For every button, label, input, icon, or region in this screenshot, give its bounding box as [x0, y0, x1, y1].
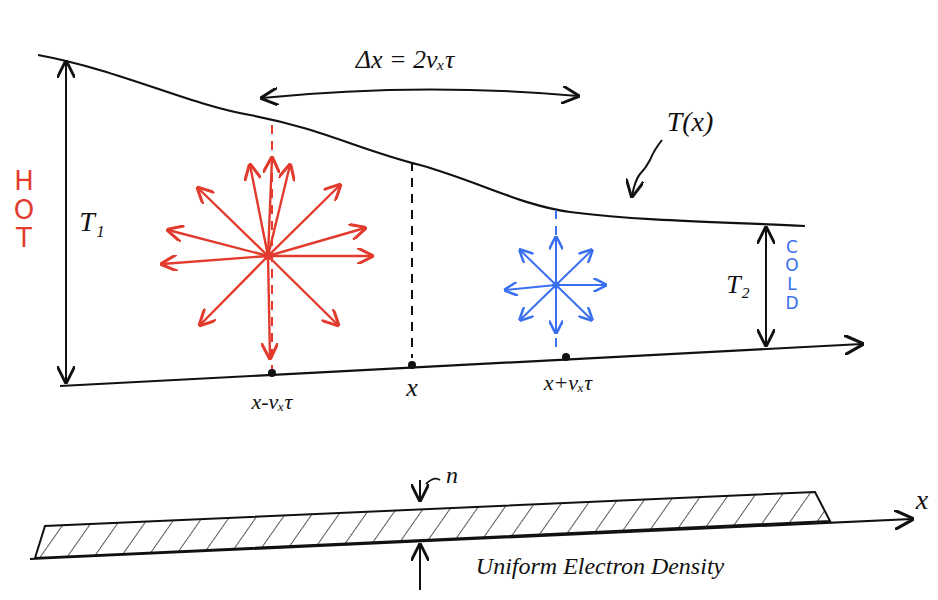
- delta-x-arrow: [262, 89, 578, 98]
- cold-starburst: [505, 237, 606, 333]
- curve-label: T(x): [667, 108, 714, 136]
- position-label: x-vₓτ: [252, 391, 293, 413]
- t2-arrow: [765, 228, 767, 345]
- density-symbol: n: [446, 463, 458, 487]
- leader-line: [426, 479, 440, 484]
- hot-center: [264, 252, 272, 260]
- hot-starburst: [162, 158, 372, 358]
- n-arrow: [419, 480, 421, 500]
- cold-label: COLD: [785, 238, 799, 313]
- leader-line: [632, 140, 662, 196]
- cold-center: [553, 282, 560, 289]
- axis-dot: [268, 369, 276, 377]
- temperature-label: T₁: [79, 208, 104, 236]
- temperature-curve: [38, 55, 805, 226]
- axis-label: x: [916, 486, 928, 514]
- dimension-label: Δx = 2vₓτ: [356, 47, 455, 73]
- dashed-line: [555, 210, 557, 348]
- n-arrow: [419, 545, 421, 590]
- position-label: x+vₓτ: [544, 372, 593, 394]
- temperature-label: T₂: [726, 272, 750, 298]
- axis-caption: Uniform Electron Density: [476, 554, 724, 578]
- x-axis: [30, 519, 912, 559]
- position-label: x: [406, 375, 418, 401]
- hot-label: HOT: [14, 167, 35, 253]
- electron-density-band: [35, 492, 830, 558]
- dashed-line: [411, 162, 413, 358]
- x-axis: [60, 344, 862, 386]
- axis-dot: [562, 353, 570, 361]
- t1-arrow: [65, 62, 67, 382]
- axis-dot: [408, 361, 416, 369]
